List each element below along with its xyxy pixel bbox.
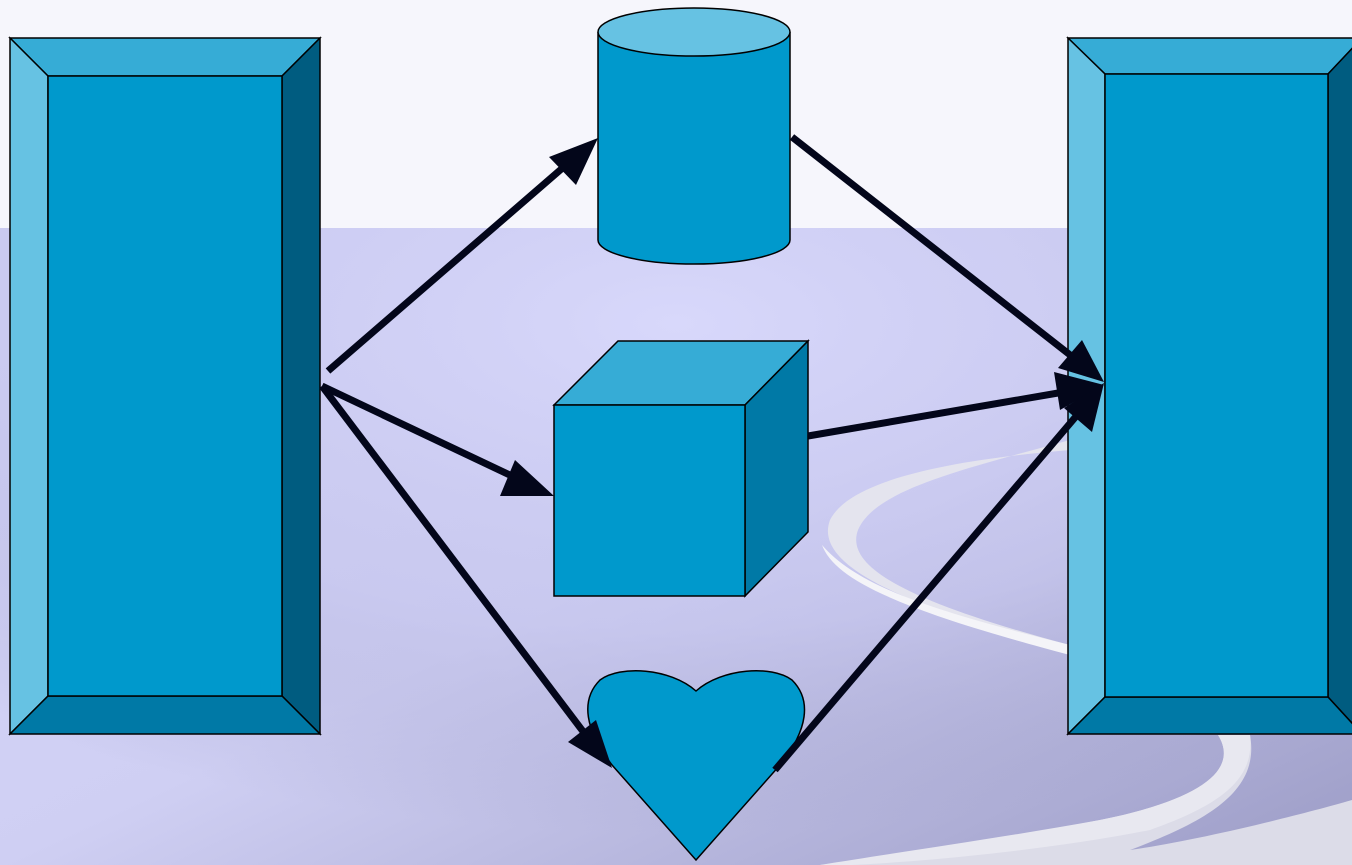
arrow-cylinder-to-right bbox=[789, 134, 1104, 382]
right-panel bbox=[1066, 36, 1352, 736]
arrow-heart-to-right bbox=[772, 383, 1104, 773]
cube-node bbox=[552, 339, 810, 598]
heart-node bbox=[587, 670, 806, 862]
arrow-cube-to-right bbox=[807, 372, 1104, 440]
arrow-left-to-heart bbox=[319, 383, 612, 768]
cylinder-node bbox=[597, 7, 791, 265]
arrow-left-to-cylinder bbox=[325, 138, 598, 374]
left-panel bbox=[8, 36, 322, 736]
decorative-swoosh bbox=[820, 440, 1352, 865]
arrow-left-to-cube bbox=[320, 382, 554, 496]
